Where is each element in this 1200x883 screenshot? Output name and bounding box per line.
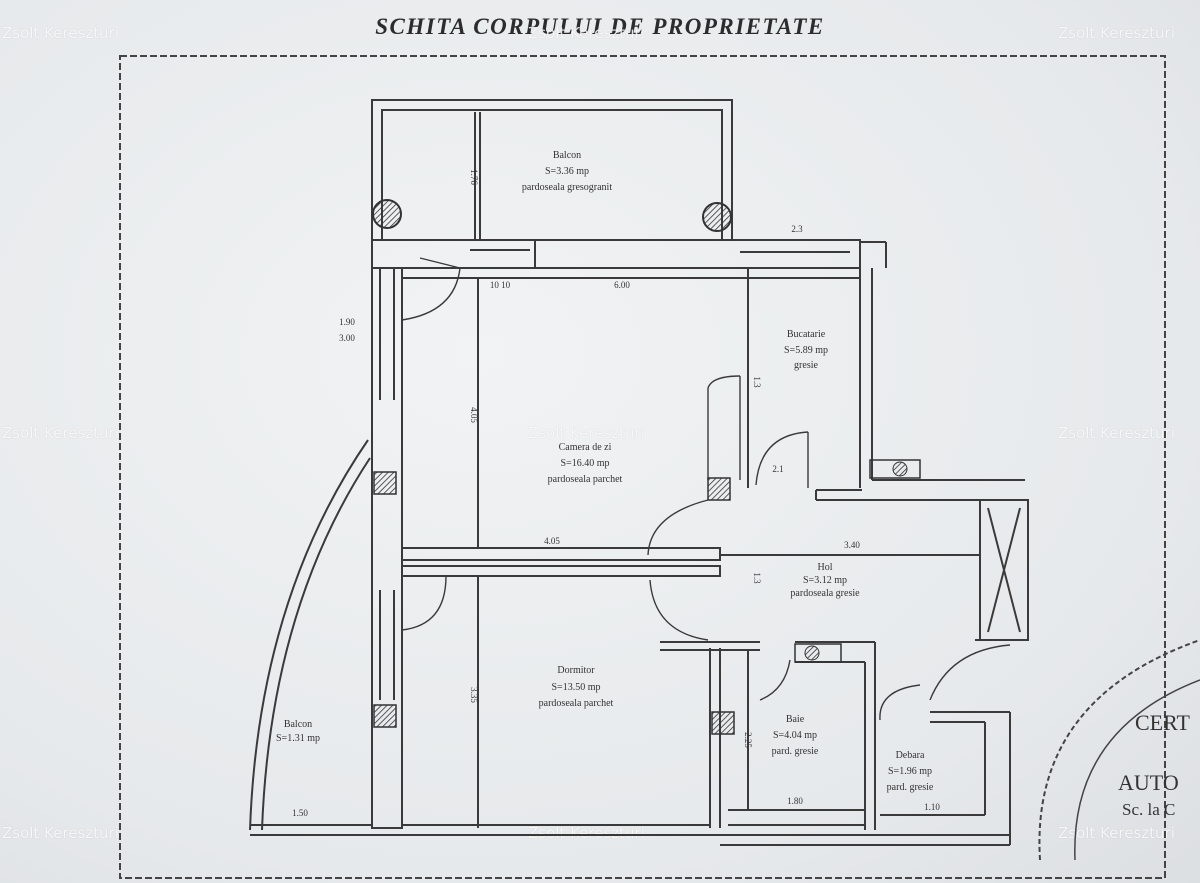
dimension-label: 2.25	[743, 732, 753, 748]
dimension-label: 3.35	[469, 687, 479, 703]
dimension-label: 4.05	[469, 407, 479, 423]
notary-stamp: CERT AUTO Sc. la C	[1038, 639, 1200, 861]
dimension-label: 1.50	[292, 808, 308, 818]
room-area-kitchen: S=5.89 mp	[784, 345, 828, 356]
dimension-label: 1.3	[752, 376, 762, 388]
door-swings	[401, 257, 1011, 721]
dimension-label: 1.76	[469, 169, 479, 185]
hall-walls	[720, 499, 1029, 641]
duct	[794, 643, 842, 663]
column	[372, 199, 402, 229]
dimension-label: 3.00	[339, 333, 355, 343]
room-name-bedroom: Dormitor	[557, 665, 595, 676]
room-name-hall: Hol	[818, 562, 833, 573]
dimension-label: 1.10	[924, 802, 940, 812]
bathroom-walls	[728, 641, 876, 830]
room-area-balcony-left: S=1.31 mp	[276, 733, 320, 744]
room-finish-bathroom: pard. gresie	[772, 746, 819, 757]
room-area-bedroom: S=13.50 mp	[552, 682, 601, 693]
watermark: Zsolt Kereszturi	[528, 24, 645, 42]
stamp-text: AUTO	[1118, 770, 1179, 795]
stamp-text: CERT	[1135, 710, 1190, 735]
wall-bottom	[250, 824, 1010, 846]
dimension-label: 10 10	[490, 280, 511, 290]
storage-walls	[880, 639, 1028, 845]
dimension-label: 1.80	[787, 796, 803, 806]
dimension-label: 1.3	[752, 572, 762, 584]
stamp-text: Sc. la C	[1122, 800, 1175, 819]
balcony-left-curve	[249, 439, 371, 831]
room-area-bathroom: S=4.04 mp	[773, 730, 817, 741]
room-name-kitchen: Bucatarie	[787, 329, 826, 340]
dimension-label: 2.1	[772, 464, 783, 474]
room-name-balcony-top: Balcon	[553, 150, 581, 161]
watermark: Zsolt Kereszturi	[2, 424, 119, 442]
pillar	[373, 704, 397, 728]
room-finish-kitchen: gresie	[794, 360, 818, 371]
wall-left	[371, 267, 403, 829]
column	[702, 202, 732, 232]
bedroom-walls	[477, 576, 760, 828]
watermark: Zsolt Kereszturi	[2, 24, 119, 42]
room-name-balcony-left: Balcon	[284, 719, 312, 730]
duct-circle	[804, 645, 820, 661]
duct-circle	[892, 461, 908, 477]
room-finish-hall: pardoseala gresie	[790, 588, 860, 599]
room-name-storage: Debara	[896, 750, 925, 761]
room-finish-balcony-top: pardoseala gresogranit	[522, 182, 612, 193]
dimension-label: 2.3	[791, 224, 803, 234]
dimension-label: 4.05	[544, 536, 560, 546]
watermark: Zsolt Kereszturi	[1058, 824, 1175, 842]
sketch-title: SCHITA CORPULUI DE PROPRIETATE	[375, 14, 825, 39]
room-name-living: Camera de zi	[559, 442, 612, 453]
watermark: Zsolt Kereszturi	[1058, 24, 1175, 42]
watermark: Zsolt Kereszturi	[2, 824, 119, 842]
room-finish-living: pardoseala parchet	[548, 474, 623, 485]
watermark: Zsolt Kereszturi	[1058, 424, 1175, 442]
pillar	[373, 471, 397, 495]
wall-living-bedroom	[401, 547, 721, 577]
pillar	[711, 711, 735, 735]
room-name-bathroom: Baie	[786, 714, 805, 725]
dimension-label: 3.40	[844, 540, 860, 550]
watermark: Zsolt Kereszturi	[528, 824, 645, 842]
kitchen-walls	[747, 241, 1025, 501]
room-area-balcony-top: S=3.36 mp	[545, 166, 589, 177]
room-area-living: S=16.40 mp	[561, 458, 610, 469]
room-area-hall: S=3.12 mp	[803, 575, 847, 586]
watermark: Zsolt Kereszturi	[528, 424, 645, 442]
room-area-storage: S=1.96 mp	[888, 766, 932, 777]
duct	[869, 459, 921, 479]
room-finish-bedroom: pardoseala parchet	[539, 698, 614, 709]
dimension-label: 6.00	[614, 280, 630, 290]
pillar	[707, 477, 731, 501]
room-finish-storage: pard. gresie	[887, 782, 934, 793]
dimension-label: 1.90	[339, 317, 355, 327]
sheet-frame	[119, 55, 1166, 879]
